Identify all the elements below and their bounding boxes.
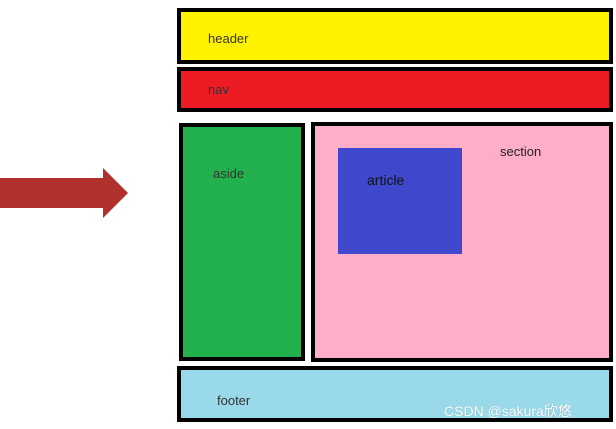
nav-block <box>177 67 613 112</box>
aside-block <box>179 123 305 361</box>
aside-label: aside <box>213 166 245 181</box>
footer-block <box>177 366 613 422</box>
arrow-shape <box>0 168 128 218</box>
header-label: header <box>208 31 249 46</box>
watermark-text: CSDN @sakura欣悠 <box>444 403 572 419</box>
header-block <box>177 8 613 64</box>
article-block <box>338 148 462 254</box>
footer-label: footer <box>217 393 251 408</box>
article-label: article <box>367 172 405 188</box>
nav-label: nav <box>208 82 229 97</box>
section-label: section <box>500 144 542 159</box>
right-arrow-icon <box>0 168 128 218</box>
